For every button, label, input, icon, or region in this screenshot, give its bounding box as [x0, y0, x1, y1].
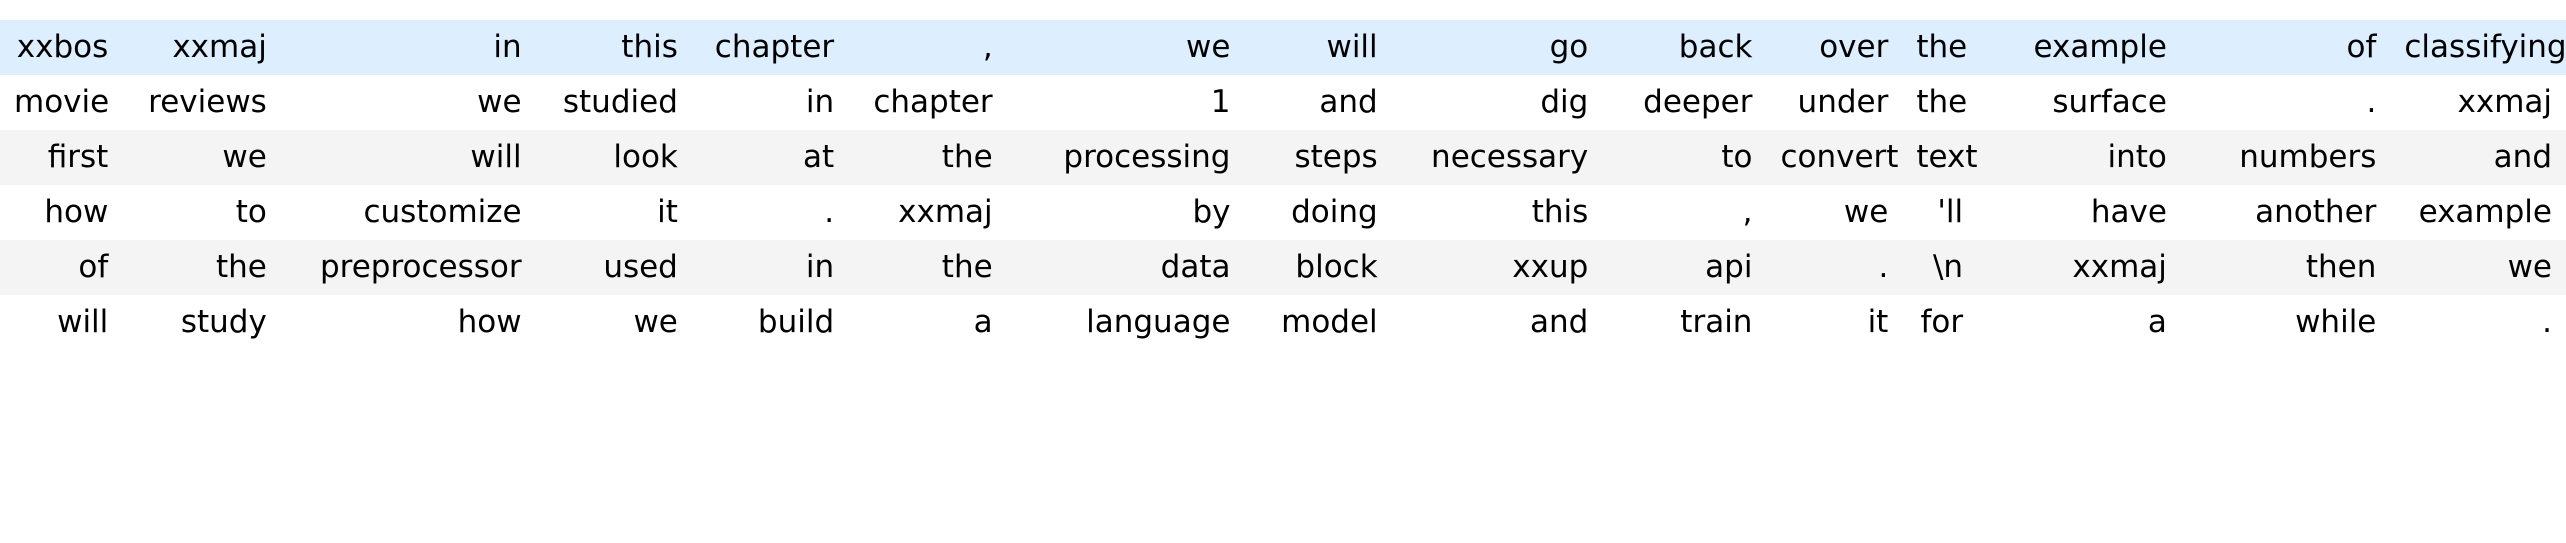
token-cell: the: [941, 249, 993, 285]
token-cell: numbers: [2239, 139, 2377, 175]
token-cell: processing: [1063, 139, 1231, 175]
token-cell: build: [757, 304, 835, 340]
token-cell: a: [2147, 304, 2167, 340]
token-cell: we: [2507, 249, 2552, 285]
table-row: how to customize it. xxmaj by doing this, we 'll h…: [0, 185, 2566, 240]
token-cell: at: [802, 139, 835, 175]
token-cell: under: [1797, 84, 1889, 120]
token-table-container: xxbos xxmaj in this chapter, we will go back over…: [0, 20, 2566, 350]
token-cell: example: [2033, 29, 2167, 65]
token-cell: we: [633, 304, 678, 340]
table-row: first we will look at the processing steps neces…: [0, 130, 2566, 185]
token-cell: will: [470, 139, 522, 175]
token-cell: this: [1531, 194, 1589, 230]
token-cell: reviews: [148, 84, 267, 120]
token-cell: the: [1916, 84, 1968, 120]
token-cell: preprocessor: [319, 249, 522, 285]
token-cell: .: [2366, 84, 2377, 120]
token-cell: steps: [1294, 139, 1378, 175]
table-row: will study how we build a language model and trai…: [0, 295, 2566, 350]
token-cell: chapter: [873, 84, 993, 120]
token-cell: of: [2346, 29, 2377, 65]
token-cell: how: [44, 194, 109, 230]
token-cell: ,: [982, 29, 993, 65]
token-cell: text: [1916, 139, 1978, 175]
token-cell: .: [2542, 304, 2552, 340]
token-cell: xxmaj: [172, 29, 267, 65]
token-cell: we: [222, 139, 267, 175]
token-cell: we: [1843, 194, 1889, 230]
token-cell: have: [2090, 194, 2167, 230]
token-cell: we: [1186, 29, 1231, 65]
token-cell: doing: [1291, 194, 1378, 230]
token-cell: movie: [14, 84, 110, 120]
token-cell: the: [215, 249, 267, 285]
token-cell: .: [1878, 249, 1889, 285]
token-cell: 1: [1210, 84, 1231, 120]
token-cell: dig: [1540, 84, 1589, 120]
token-cell: example: [2418, 194, 2552, 230]
token-cell: to: [235, 194, 267, 230]
table-row: of the preprocessor used in the data block xxup a…: [0, 240, 2566, 295]
token-cell: in: [805, 249, 835, 285]
token-cell: for: [1920, 304, 1964, 340]
token-cell: will: [1326, 29, 1378, 65]
token-cell: convert: [1780, 139, 1899, 175]
token-cell: api: [1705, 249, 1753, 285]
token-cell: while: [2295, 304, 2377, 340]
token-cell: look: [613, 139, 678, 175]
token-cell: model: [1281, 304, 1378, 340]
table-row: movie reviews we studied in chapter 1 and dig dee…: [0, 75, 2566, 130]
token-cell: this: [621, 29, 678, 65]
table-body: xxbos xxmaj in this chapter, we will go back over…: [0, 20, 2566, 350]
token-cell: of: [78, 249, 109, 285]
token-cell: then: [2305, 249, 2377, 285]
token-cell: and: [1319, 84, 1378, 120]
token-cell: another: [2255, 194, 2377, 230]
token-cell: block: [1295, 249, 1378, 285]
token-cell: go: [1549, 29, 1589, 65]
token-cell: back: [1678, 29, 1753, 65]
token-cell: necessary: [1431, 139, 1589, 175]
token-cell: xxup: [1512, 249, 1589, 285]
token-cell: 'll: [1937, 194, 1964, 230]
token-cell: xxbos: [16, 29, 109, 65]
token-cell: customize: [363, 194, 522, 230]
tokenized-text-table: xxbos xxmaj in this chapter, we will go back over…: [0, 20, 2566, 350]
token-cell: and: [1529, 304, 1589, 340]
token-cell: studied: [562, 84, 678, 120]
token-cell: \n: [1932, 249, 1964, 285]
token-cell: a: [973, 304, 993, 340]
token-cell: the: [1916, 29, 1968, 65]
token-cell: we: [477, 84, 522, 120]
token-cell: to: [1721, 139, 1753, 175]
token-cell: into: [2107, 139, 2167, 175]
token-cell: deeper: [1643, 84, 1753, 120]
token-cell: surface: [2052, 84, 2167, 120]
token-cell: .: [824, 194, 835, 230]
token-cell: xxmaj: [2072, 249, 2167, 285]
token-cell: by: [1192, 194, 1231, 230]
token-cell: in: [493, 29, 522, 65]
token-cell: over: [1819, 29, 1889, 65]
token-cell: data: [1160, 249, 1231, 285]
token-cell: ,: [1742, 194, 1753, 230]
table-row: xxbos xxmaj in this chapter, we will go back over…: [0, 20, 2566, 75]
token-cell: how: [457, 304, 522, 340]
token-cell: xxmaj: [898, 194, 993, 230]
token-cell: it: [1867, 304, 1889, 340]
token-cell: and: [2493, 139, 2552, 175]
token-cell: it: [657, 194, 678, 230]
token-cell: classifying: [2404, 29, 2566, 65]
token-cell: language: [1086, 304, 1231, 340]
token-cell: will: [57, 304, 109, 340]
token-cell: xxmaj: [2457, 84, 2553, 120]
token-cell: study: [180, 304, 267, 340]
token-cell: train: [1680, 304, 1753, 340]
token-cell: first: [47, 139, 109, 175]
token-cell: the: [941, 139, 993, 175]
token-cell: in: [805, 84, 835, 120]
token-cell: chapter: [714, 29, 835, 65]
token-cell: used: [603, 249, 678, 285]
